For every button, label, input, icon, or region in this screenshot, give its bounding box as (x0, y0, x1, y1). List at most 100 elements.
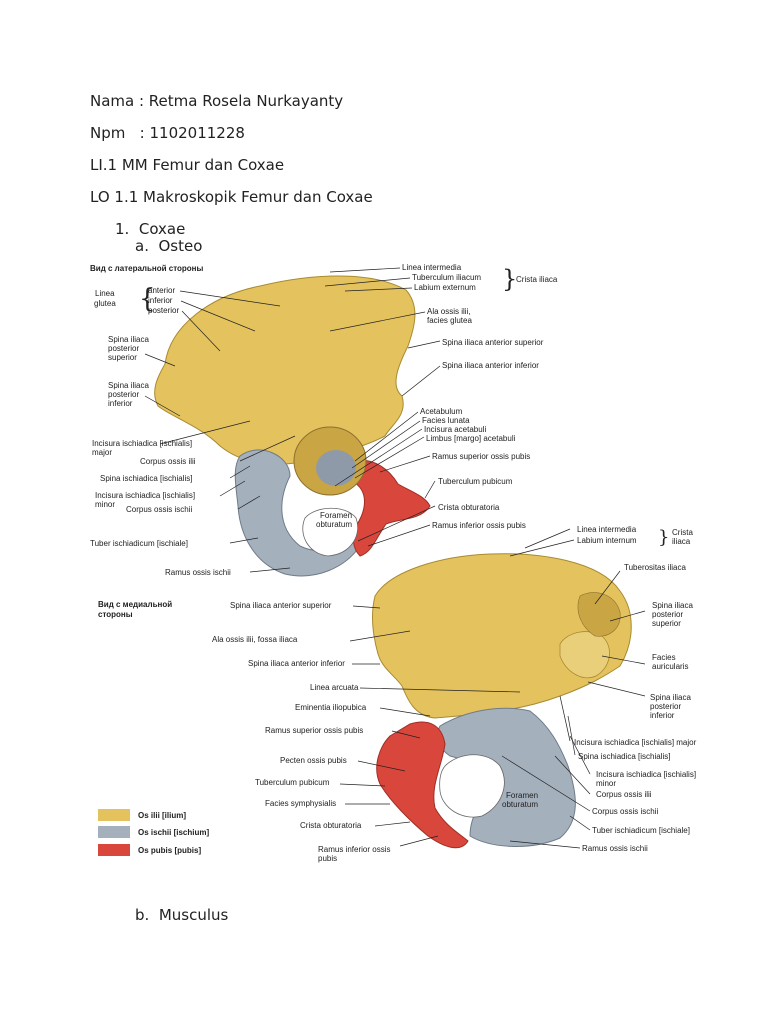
label-medial-corpus-ischii: Corpus ossis ischii (592, 807, 658, 816)
view-lateral-title: Вид с латеральной стороны (90, 264, 204, 273)
label-incisura-minor-1: Incisura ischiadica [ischialis] (95, 491, 195, 500)
label-medial-incisura-minor-2: minor (596, 779, 616, 788)
brace-crista-iliaca-medial: } (658, 527, 669, 548)
label-medial-spina-ischiadica: Spina ischiadica [ischialis] (578, 752, 671, 761)
label-corpus-ilii: Corpus ossis ilii (140, 457, 196, 466)
learning-issue: LI.1 MM Femur dan Coxae (90, 156, 285, 174)
label-inferior: inferior (148, 296, 173, 305)
label-tuberositas: Tuberositas iliaca (624, 563, 687, 572)
label-acetabulum: Acetabulum (420, 407, 463, 416)
label-limbus: Limbus [margo] acetabuli (426, 434, 516, 443)
label-facies-auric-2: auricularis (652, 662, 688, 671)
label-spina-post-sup-3: superior (108, 353, 137, 362)
label-medial-spina-ant-inf: Spina iliaca anterior inferior (248, 659, 345, 668)
label-corpus-ischii: Corpus ossis ischii (126, 505, 192, 514)
label-facies-symph: Facies symphysialis (265, 799, 336, 808)
label-posterior: posterior (148, 306, 179, 315)
label-medial-spina-post-inf-1: Spina iliaca (650, 693, 691, 702)
lateral-leader-lines (144, 267, 441, 573)
label-facies-lunata: Facies lunata (422, 416, 470, 425)
label-medial-ramus-inf-2: pubis (318, 854, 337, 863)
medial-pubis (376, 721, 469, 849)
list-item-musculus: b. Musculus (135, 906, 229, 924)
label-pecten: Pecten ossis pubis (280, 756, 347, 765)
label-medial-spina-post-inf-3: inferior (650, 711, 675, 720)
label-facies-auric-1: Facies (652, 653, 676, 662)
label-medial-incisura-major: Incisura ischiadica [ischialis] major (574, 738, 697, 747)
medial-leader-lines (339, 528, 646, 849)
label-medial-ramus-sup-pubis: Ramus superior ossis pubis (265, 726, 363, 735)
coxae-anatomy-figure: Вид с латеральной стороны Linea glutea a… (90, 256, 708, 870)
label-medial-tuberculum-pubicum: Tuberculum pubicum (255, 778, 330, 787)
label-labium-externum: Labium externum (414, 283, 476, 292)
label-medial-crista-1: Crista (672, 528, 693, 537)
lateral-ilium (154, 275, 416, 465)
medial-view-hip-bone (371, 553, 632, 849)
label-spina-ant-inf: Spina iliaca anterior inferior (442, 361, 539, 370)
list-item-osteo: a. Osteo (135, 237, 203, 255)
label-tuber-ischiadicum: Tuber ischiadicum [ischiale] (90, 539, 188, 548)
label-incisura-major-1: Incisura ischiadica [ischialis] (92, 439, 192, 448)
label-ala-2: facies glutea (427, 316, 472, 325)
label-medial-spina-post-sup-3: superior (652, 619, 681, 628)
label-medial-spina-ant-sup: Spina iliaca anterior superior (230, 601, 332, 610)
label-medial-spina-post-sup-2: posterior (652, 610, 683, 619)
medial-tuberositas (577, 592, 621, 637)
student-npm: Npm : 1102011228 (90, 124, 245, 142)
label-medial-spina-post-sup-1: Spina iliaca (652, 601, 693, 610)
legend-label-pubis: Os pubis [pubis] (138, 846, 201, 855)
label-crista-obturatoria: Crista obturatoria (438, 503, 500, 512)
label-incisura-acetabuli: Incisura acetabuli (424, 425, 486, 434)
label-ramus-inf-pubis: Ramus inferior ossis pubis (432, 521, 526, 530)
label-spina-post-sup-2: posterior (108, 344, 139, 353)
medial-ilium (371, 553, 632, 719)
label-spina-post-inf-1: Spina iliaca (108, 381, 149, 390)
legend-swatch-ilium (98, 809, 130, 821)
label-linea-glutea-1: Linea (95, 289, 115, 298)
medial-auricular-surface (559, 631, 610, 679)
label-ramus-sup-pubis: Ramus superior ossis pubis (432, 452, 530, 461)
label-linea-glutea-2: glutea (94, 299, 116, 308)
label-spina-ant-sup: Spina iliaca anterior superior (442, 338, 544, 347)
label-labium-internum: Labium internum (577, 536, 637, 545)
label-spina-post-inf-3: inferior (108, 399, 133, 408)
label-tuberculum-pubicum: Tuberculum pubicum (438, 477, 513, 486)
label-eminentia: Eminentia iliopubica (295, 703, 367, 712)
label-incisura-major-2: major (92, 448, 112, 457)
label-linea-intermedia: Linea intermedia (402, 263, 462, 272)
lateral-view-hip-bone (154, 275, 431, 577)
label-medial-spina-post-inf-2: posterior (650, 702, 681, 711)
label-medial-tuber: Tuber ischiadicum [ischiale] (592, 826, 690, 835)
label-spina-post-inf-2: posterior (108, 390, 139, 399)
label-foramen-1: Foramen (320, 511, 352, 520)
label-ala-1: Ala ossis ilii, (427, 307, 471, 316)
label-foramen-2: obturatum (316, 520, 352, 529)
lateral-acetabular-fossa (316, 450, 356, 486)
legend-label-ilium: Os ilii [ilium] (138, 811, 186, 820)
label-anterior: anterior (148, 286, 175, 295)
label-medial-ramus-inf-1: Ramus inferior ossis (318, 845, 390, 854)
label-crista-iliaca: Crista iliaca (516, 275, 558, 284)
bone-legend: Os ilii [ilium] Os ischii [ischium] Os p… (98, 809, 209, 856)
label-tuberculum-iliacum: Tuberculum iliacum (412, 273, 481, 282)
label-spina-ischiadica: Spina ischiadica [ischialis] (100, 474, 193, 483)
label-ramus-ischii: Ramus ossis ischii (165, 568, 231, 577)
list-item-coxae: 1. Coxae (115, 220, 186, 238)
label-medial-ala-fossa: Ala ossis ilii, fossa iliaca (212, 635, 298, 644)
label-medial-foramen-2: obturatum (502, 800, 538, 809)
label-medial-ramus-ischii: Ramus ossis ischii (582, 844, 648, 853)
legend-swatch-ischium (98, 826, 130, 838)
label-medial-crista-obturatoria: Crista obturatoria (300, 821, 362, 830)
view-medial-title-2: стороны (98, 610, 133, 619)
label-linea-arcuata: Linea arcuata (310, 683, 359, 692)
brace-linea-glutea: { (139, 284, 156, 314)
lateral-foramen-obturatum (302, 507, 358, 557)
label-medial-corpus-ilii: Corpus ossis ilii (596, 790, 652, 799)
legend-label-ischium: Os ischii [ischium] (138, 828, 209, 837)
label-medial-linea-intermedia: Linea intermedia (577, 525, 637, 534)
student-name: Nama : Retma Rosela Nurkayanty (90, 92, 344, 110)
label-medial-incisura-minor-1: Incisura ischiadica [ischialis] (596, 770, 696, 779)
label-incisura-minor-2: minor (95, 500, 115, 509)
legend-swatch-pubis (98, 844, 130, 856)
learning-objective: LO 1.1 Makroskopik Femur dan Coxae (90, 188, 373, 206)
